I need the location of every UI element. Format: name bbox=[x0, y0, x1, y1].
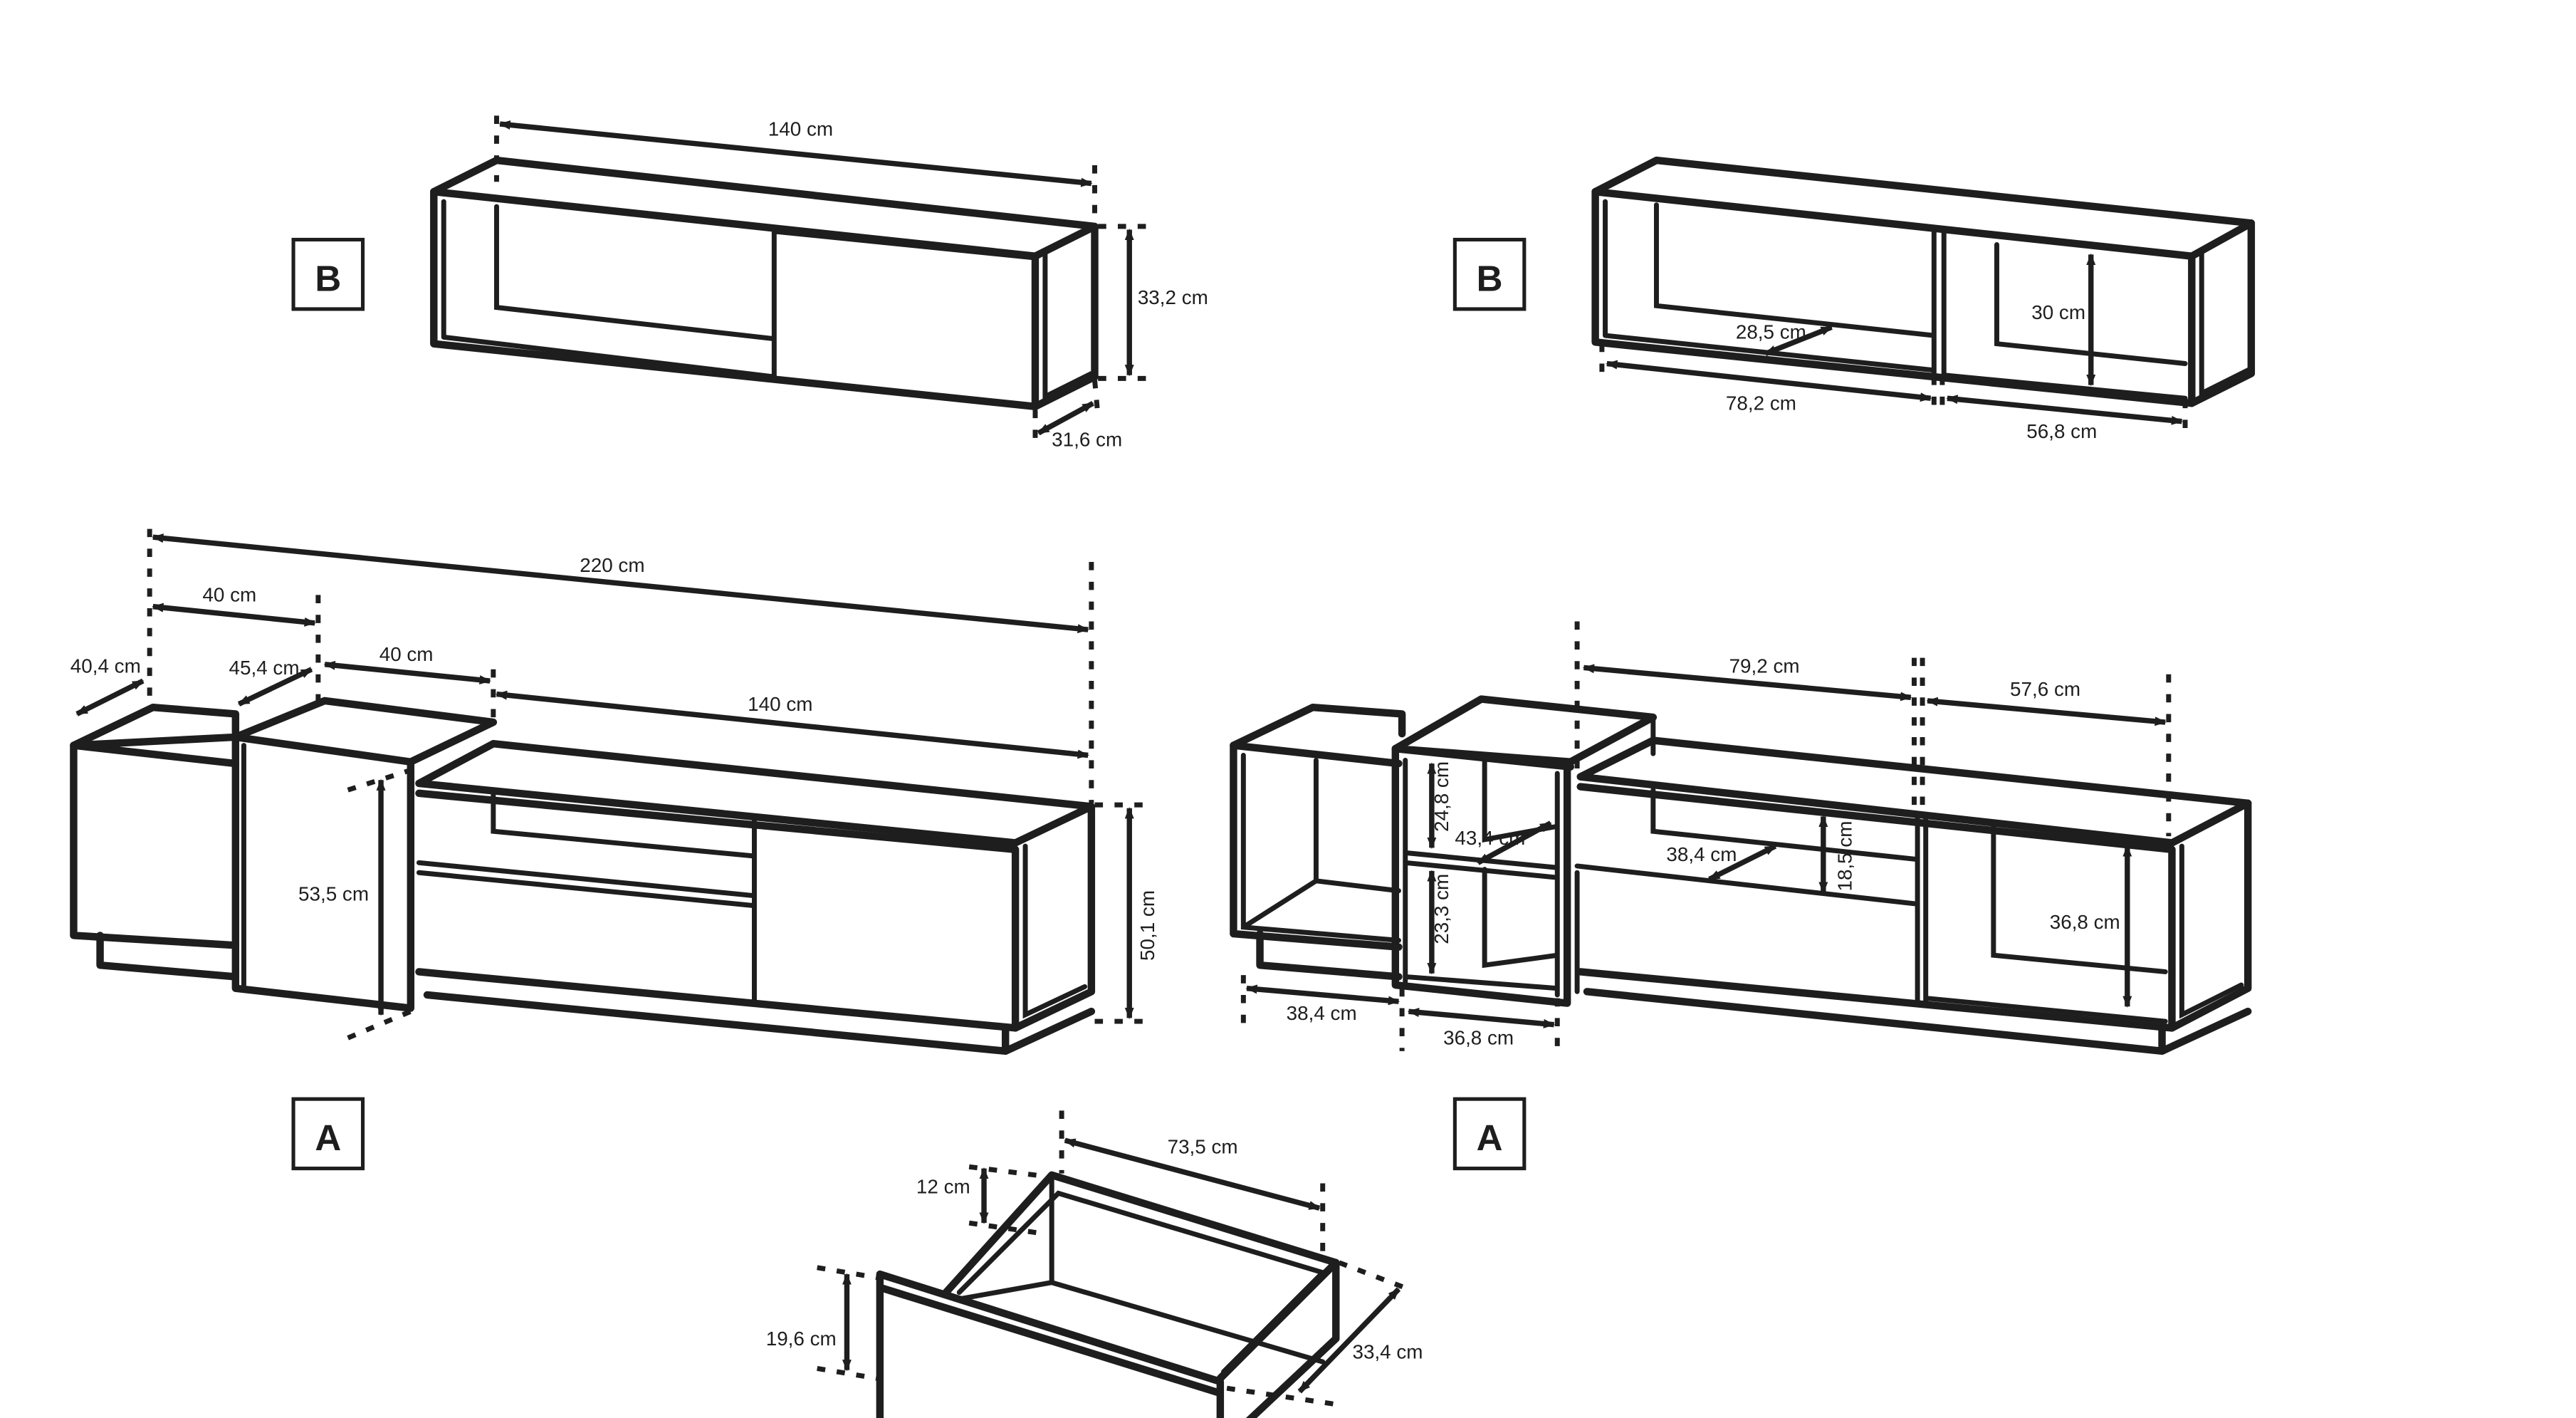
a2-shelf-h1-label: 24,8 cm bbox=[1430, 761, 1452, 832]
a2-right-h-label: 36,8 cm bbox=[2050, 911, 2120, 933]
drawer-len-label: 73,5 cm bbox=[1168, 1136, 1238, 1158]
label-box-bottom-right bbox=[1452, 1097, 1527, 1171]
drawer-depth-ext bbox=[1226, 1260, 1410, 1407]
a-mod2-body bbox=[231, 733, 415, 1012]
b-open-width-ext bbox=[1599, 343, 2188, 440]
label-top-right: B bbox=[1477, 258, 1503, 298]
b-open-right-width-label: 56,8 cm bbox=[2026, 420, 2097, 442]
a2-main-side bbox=[2168, 799, 2252, 1032]
b-front-width-label: 140 cm bbox=[768, 118, 833, 140]
drawer-fh-label: 19,6 cm bbox=[766, 1328, 837, 1350]
a2-left-width-label: 79,2 cm bbox=[1729, 655, 1800, 677]
b-front-depth-label: 31,6 cm bbox=[1052, 429, 1122, 451]
label-bottom-right: A bbox=[1477, 1117, 1503, 1158]
a-main-side bbox=[1011, 803, 1096, 1032]
a2-bottom-ext bbox=[1240, 975, 1560, 1055]
a-mod1-top bbox=[70, 703, 240, 749]
drawer-ih-ext bbox=[968, 1164, 1049, 1236]
cabinet-b-front-view: B 140 cm 33,2 cm 31,6 cm bbox=[291, 115, 1208, 451]
a2-mod1-body bbox=[1230, 741, 1403, 951]
a-main-inner bbox=[416, 791, 1088, 1019]
drawer-view: 73,5 cm 12 cm 19,6 cm 33,4 cm bbox=[766, 1110, 1423, 1418]
b-open-left-width-arrow bbox=[1606, 360, 1932, 402]
a2-main-body bbox=[1576, 783, 2176, 1032]
drawer-len-arrow bbox=[1064, 1137, 1321, 1211]
a2-bottom-w2-label: 36,8 cm bbox=[1443, 1027, 1514, 1049]
a-total-width-label: 220 cm bbox=[580, 554, 644, 576]
a2-shelf-d-label: 43,4 cm bbox=[1455, 827, 1525, 849]
a-main-width-label: 140 cm bbox=[748, 693, 812, 715]
b-open-right-width-arrow bbox=[1946, 395, 2184, 425]
a-mod1-width-arrow bbox=[152, 603, 316, 627]
b-front-height-label: 33,2 cm bbox=[1138, 286, 1208, 308]
a2-main-inner bbox=[1574, 787, 2244, 1024]
label-box-top-left bbox=[291, 237, 365, 311]
b-front-h-ext bbox=[1098, 224, 1155, 381]
b-open-depth-arrow bbox=[1764, 325, 1833, 357]
a2-main-plinth bbox=[1583, 988, 2252, 1055]
drawer-ih-label: 12 cm bbox=[916, 1175, 970, 1197]
b-front-inner bbox=[441, 199, 1038, 383]
b-open-depth-label: 28,5 cm bbox=[1736, 321, 1806, 343]
b-front-depth-ext bbox=[1032, 380, 1101, 443]
drawer-len-ext bbox=[1059, 1110, 1326, 1263]
a-mod2-depth-label: 45,4 cm bbox=[229, 657, 300, 679]
a2-left-width-arrow bbox=[1582, 664, 1912, 702]
a-main-plinth bbox=[423, 991, 1096, 1055]
b-open-height-label: 30 cm bbox=[2031, 301, 2085, 323]
a-total-width-arrow bbox=[152, 533, 1089, 634]
label-bottom-left: A bbox=[315, 1117, 341, 1158]
b-front-width-arrow bbox=[498, 120, 1093, 187]
a-mod1-width-label: 40 cm bbox=[202, 584, 256, 606]
a2-mod2-inner bbox=[1403, 756, 1560, 998]
label-top-left: B bbox=[315, 258, 341, 298]
a-mod1-depth-arrow bbox=[75, 678, 145, 716]
b-open-side bbox=[2188, 219, 2256, 407]
drawer-depth-label: 33,4 cm bbox=[1353, 1340, 1423, 1362]
cabinet-b-open-view: B 28,5 cm 30 cm 78,2 cm 56,8 cm bbox=[1452, 156, 2256, 442]
a-mod1-plinth bbox=[96, 932, 240, 981]
drawer-side bbox=[1216, 1258, 1340, 1418]
a2-open-d-label: 38,4 cm bbox=[1666, 843, 1737, 865]
a2-mod1-plinth bbox=[1256, 929, 1403, 981]
a2-mod1-inner bbox=[1240, 752, 1401, 943]
a2-mod1-top bbox=[1230, 703, 1406, 749]
a2-right-width-arrow bbox=[1926, 697, 2167, 726]
a-mod2-top bbox=[231, 697, 498, 766]
drawer-front bbox=[876, 1270, 1225, 1418]
b-front-depth-arrow bbox=[1037, 400, 1094, 436]
a-mod1-depth-label: 40,4 cm bbox=[70, 655, 141, 677]
a2-open-h-label: 18,5 cm bbox=[1833, 821, 1855, 892]
a-mod2-depth-arrow bbox=[237, 667, 313, 707]
a-mod2-width-label: 40 cm bbox=[379, 643, 434, 665]
b-open-top bbox=[1591, 156, 2256, 260]
drawer-depth-arrow bbox=[1297, 1287, 1401, 1394]
a2-ext-lines bbox=[1574, 621, 2172, 837]
label-box-top-right bbox=[1452, 237, 1527, 311]
cabinet-a-open-view: A 79,2 cm 57,6 cm 24,8 cm 43,4 cm 23,3 c… bbox=[1230, 621, 2252, 1171]
a-main-body bbox=[415, 789, 1020, 1032]
a2-bottom-w1-label: 38,4 cm bbox=[1287, 1002, 1357, 1024]
a2-open-d-arrow bbox=[1708, 843, 1777, 882]
a-main-width-arrow bbox=[495, 690, 1089, 759]
a-mod2-width-arrow bbox=[323, 660, 491, 685]
cabinet-a-front-view: A 220 cm 40 cm 40,4 cm 45,4 cm 40 cm 140… bbox=[70, 528, 1158, 1171]
b-front-side bbox=[1031, 222, 1099, 411]
b-front-side-inner bbox=[1042, 251, 1094, 401]
a2-bottom-w1-arrow bbox=[1245, 984, 1400, 1006]
a-front-ext-lines bbox=[147, 528, 1094, 803]
b-front-body bbox=[430, 187, 1040, 411]
a-mod2-height-label: 53,5 cm bbox=[298, 883, 369, 905]
label-box-bottom-left bbox=[291, 1097, 365, 1171]
a2-right-width-label: 57,6 cm bbox=[2010, 678, 2080, 700]
a2-bottom-w2-arrow bbox=[1407, 1008, 1556, 1028]
b-open-left-width-label: 78,2 cm bbox=[1726, 392, 1796, 414]
a-mod1-body bbox=[70, 741, 240, 949]
a2-shelf-h2-label: 23,3 cm bbox=[1430, 874, 1452, 944]
a-main-height-label: 50,1 cm bbox=[1136, 890, 1158, 961]
a2-main-top bbox=[1576, 736, 2252, 847]
a2-shelf-d-arrow bbox=[1477, 820, 1552, 865]
